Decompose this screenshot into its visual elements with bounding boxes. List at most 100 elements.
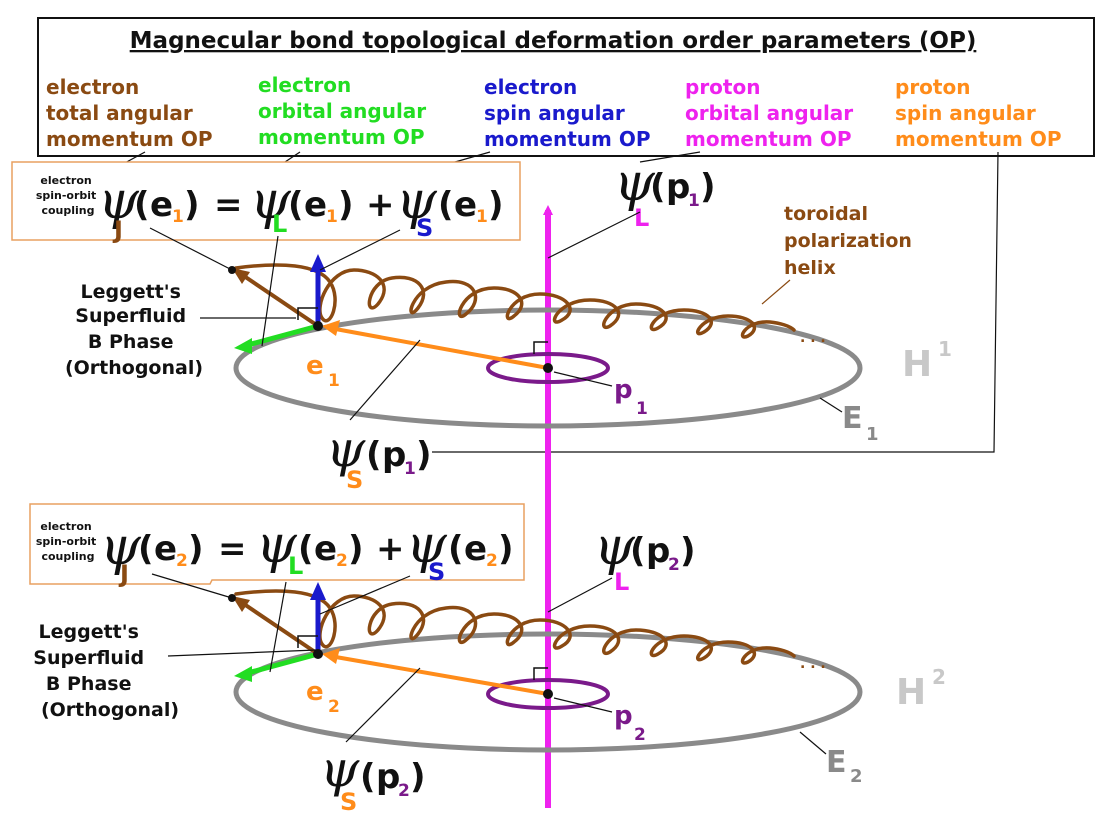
paren-open-e1b: ( xyxy=(288,185,304,225)
paren-close-e1c: ) xyxy=(488,185,504,225)
sub-S-p1: S xyxy=(346,466,363,494)
diagram-title: Magnecular bond topological deformation … xyxy=(130,28,977,54)
e2c-letter: e xyxy=(464,529,487,569)
paren-close-e2b: ) xyxy=(348,529,364,569)
paren-open-ps2: ( xyxy=(360,757,376,797)
H1-sup: 1 xyxy=(938,337,952,361)
e1-label-sub: 1 xyxy=(328,371,340,391)
E1-label: E xyxy=(842,401,863,436)
leggett-label-2: Leggett's Superfluid B Phase (Orthogonal… xyxy=(33,621,179,721)
coupling-label-1: electron spin-orbit coupling xyxy=(36,174,100,217)
ps2-sub: 2 xyxy=(398,781,410,801)
paren-close-e1a: ) xyxy=(184,185,200,225)
paren-open-ps1: ( xyxy=(366,435,382,475)
e1c-sub: 1 xyxy=(476,207,488,227)
e2a-sub: 2 xyxy=(176,551,188,571)
legend-electron-total: electron total angular momentum OP xyxy=(46,75,212,151)
psi-L-p2: ψ xyxy=(594,517,636,577)
proton-spin-arrow-2 xyxy=(329,654,549,696)
legend-proton-spin: proton spin angular momentum OP xyxy=(895,75,1061,151)
formula-box-1 xyxy=(11,161,521,241)
paren-open-p2: ( xyxy=(630,531,646,571)
formula-box-2 xyxy=(29,503,525,585)
atom-2: electron spin-orbit coupling ψ J ( e 2 )… xyxy=(29,503,946,816)
sub-S-e1: S xyxy=(416,214,433,242)
sub-L-p1: L xyxy=(634,204,649,232)
e2b-letter: e xyxy=(314,529,337,569)
paren-open-e2c: ( xyxy=(448,529,464,569)
sub-L-e1: L xyxy=(272,210,287,238)
polarization-helix-1 xyxy=(234,263,796,339)
sub-J-e2: J xyxy=(118,560,129,588)
orbit-ellipse-1 xyxy=(233,307,863,429)
psi-L-p1: ψ xyxy=(614,153,656,213)
e2b-sub: 2 xyxy=(336,551,348,571)
e1a-letter: e xyxy=(150,185,173,225)
ps1-letter: p xyxy=(382,435,406,475)
paren-close-p2: ) xyxy=(680,531,696,571)
electron-orbital-arrow-2 xyxy=(243,651,319,677)
psi-L-e2: ψ xyxy=(256,515,298,575)
paren-close-e2a: ) xyxy=(188,529,204,569)
paren-close-p1: ) xyxy=(700,167,716,207)
legend-entries: electron total angular momentum OP elect… xyxy=(46,73,1061,151)
sub-S-p2: S xyxy=(340,788,357,816)
paren-close-e1b: ) xyxy=(338,185,354,225)
p2-label-sub: 2 xyxy=(634,725,646,745)
paren-open-e1c: ( xyxy=(438,185,454,225)
paren-open-p1: ( xyxy=(650,167,666,207)
helix-dots-1: . . . xyxy=(800,330,826,346)
psi-S-p2: ψ xyxy=(320,740,360,798)
sub-L-e2: L xyxy=(288,552,303,580)
paren-close-ps2: ) xyxy=(410,757,426,797)
p1-label: p xyxy=(614,375,633,405)
psi-S-p1: ψ xyxy=(326,420,366,478)
p1-label-sub: 1 xyxy=(636,399,648,419)
paren-open-e2a: ( xyxy=(138,529,154,569)
paren-open-e1a: ( xyxy=(134,185,150,225)
e2a-letter: e xyxy=(154,529,177,569)
E2-label: E xyxy=(826,745,847,780)
polarization-helix-2 xyxy=(234,589,796,665)
e1a-sub: 1 xyxy=(172,207,184,227)
legend-electron-orbital: electron orbital angular momentum OP xyxy=(258,73,433,149)
legend-electron-spin: electron spin angular momentum OP xyxy=(484,75,650,151)
H2-label: H xyxy=(896,672,926,713)
sub-S-e2: S xyxy=(428,558,445,586)
e2-label-sub: 2 xyxy=(328,697,340,717)
helix-dots-2: . . . xyxy=(800,656,826,672)
legend-proton-orbital: proton orbital angular momentum OP xyxy=(685,75,860,151)
e1c-letter: e xyxy=(454,185,477,225)
plus-1: + xyxy=(366,185,395,225)
e2c-sub: 2 xyxy=(486,551,498,571)
p1-sub-top: 1 xyxy=(688,191,700,211)
sub-J-e1: J xyxy=(112,216,123,244)
psi-J-e2: ψ xyxy=(100,517,142,577)
p2-letter-top: p xyxy=(646,531,670,571)
paren-close-ps1: ) xyxy=(416,435,432,475)
psi-L-e1: ψ xyxy=(250,171,292,231)
proton-spin-arrow-1 xyxy=(329,326,549,370)
E1-sub: 1 xyxy=(866,424,879,445)
legend-box xyxy=(37,17,1095,157)
e1b-sub: 1 xyxy=(326,207,338,227)
p2-label: p xyxy=(614,701,633,731)
helix-label: toroidal polarization helix xyxy=(784,203,919,279)
plus-2: + xyxy=(376,529,405,569)
psi-S-e1: ψ xyxy=(396,171,438,231)
coupling-label-2: electron spin-orbit coupling xyxy=(36,520,100,563)
sub-L-p2: L xyxy=(614,568,629,596)
equals-1: = xyxy=(214,185,243,225)
p2-sub-top: 2 xyxy=(668,555,680,575)
paren-open-e2b: ( xyxy=(298,529,314,569)
electron-total-arrow-1 xyxy=(236,270,320,328)
e1-label: e xyxy=(306,351,324,381)
e1b-letter: e xyxy=(304,185,327,225)
paren-close-e2c: ) xyxy=(498,529,514,569)
e2-label: e xyxy=(306,677,324,707)
psi-S-e2: ψ xyxy=(406,515,448,575)
H1-label: H xyxy=(902,344,932,385)
proton-orbit-1 xyxy=(486,352,610,384)
equals-2: = xyxy=(218,529,247,569)
